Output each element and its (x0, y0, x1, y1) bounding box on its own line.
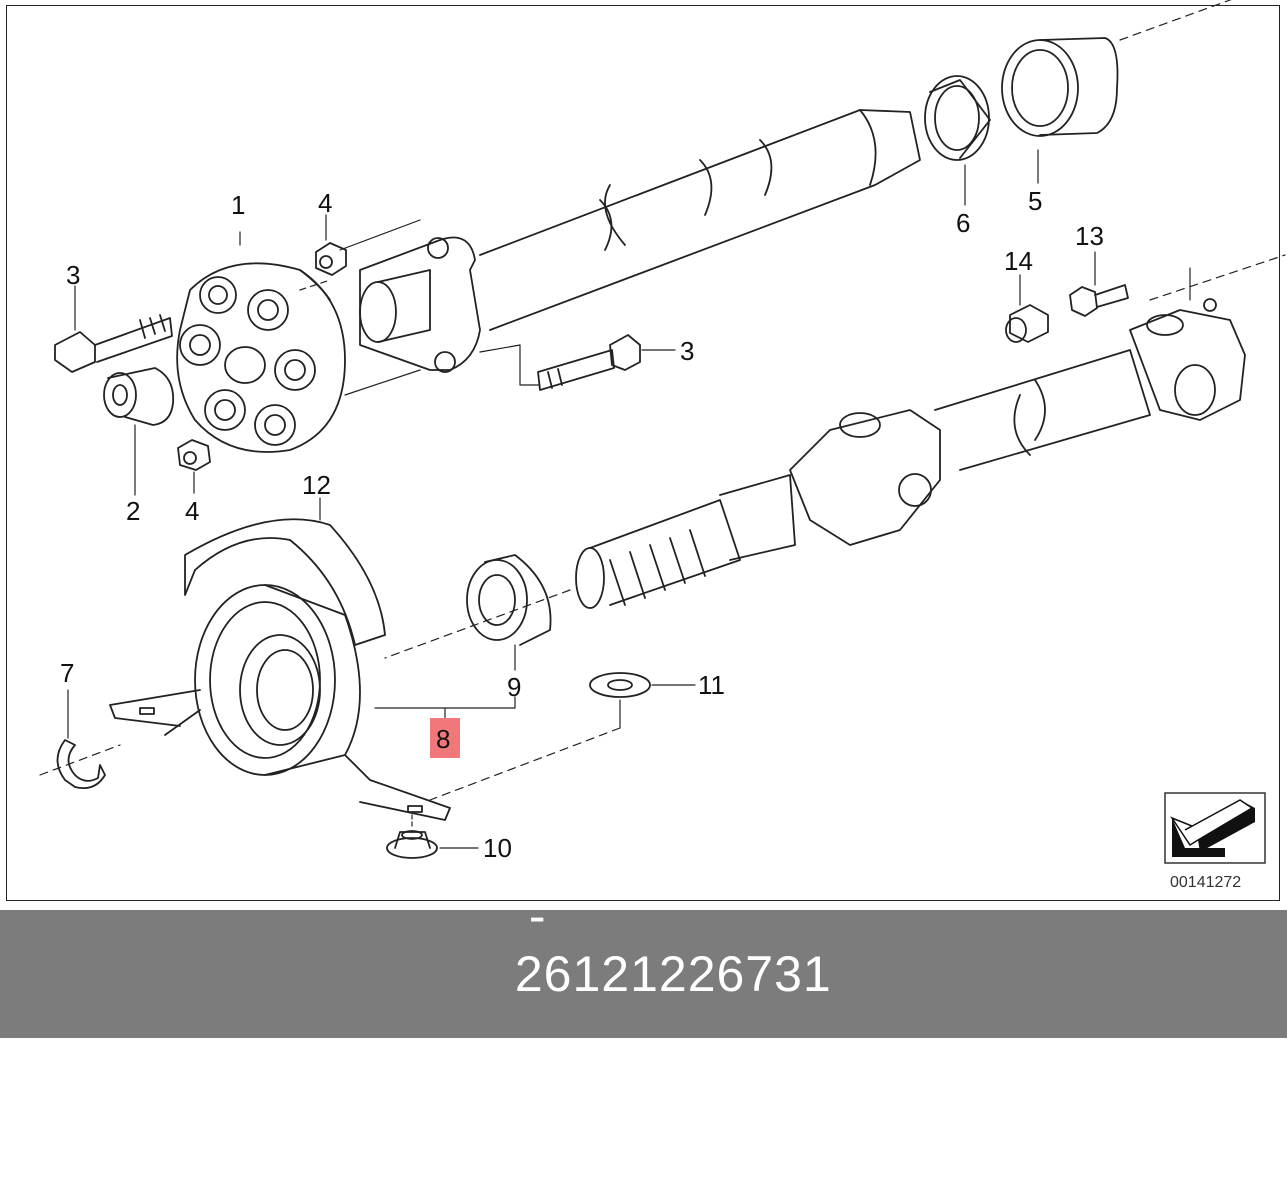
callout-14: 14 (1004, 246, 1033, 276)
callout-8: 8 (436, 724, 450, 754)
orientation-box: 00141272 (1164, 792, 1266, 891)
bolt-right (537, 334, 676, 391)
callout-4-lower: 4 (185, 496, 199, 526)
rear-shaft (384, 254, 1286, 659)
callout-1: 1 (231, 190, 245, 220)
callout-3-left: 3 (66, 260, 80, 290)
flange-nut-10 (386, 814, 479, 859)
bolt-13 (1069, 251, 1129, 317)
callout-labels: 1 2 3 3 4 4 5 6 7 8 9 10 11 12 13 14 (60, 186, 1104, 863)
footer-bar: BMW - 26121226731 N - 08 (0, 830, 1287, 1118)
footer-caption: BMW - 26121226731 N - 08 (455, 771, 831, 1177)
parts-diagram: 1 2 3 3 4 4 5 6 7 8 9 10 11 12 13 14 001… (39, 0, 1286, 891)
callout-10: 10 (483, 833, 512, 863)
plug-14 (1005, 274, 1049, 343)
bolt-left (54, 285, 173, 373)
footer-part-number: 26121226731 (514, 946, 832, 1002)
diagram-code: 00141272 (1170, 874, 1241, 891)
front-shaft (339, 0, 1232, 386)
nut-lower (177, 439, 211, 494)
highlight-box (430, 718, 460, 758)
callout-6: 6 (956, 208, 970, 238)
nut-upper (315, 214, 347, 276)
callout-12: 12 (302, 470, 331, 500)
callout-5: 5 (1028, 186, 1042, 216)
dust-cover-5 (1001, 37, 1119, 184)
callout-4-upper: 4 (318, 188, 332, 218)
footer-brand: BMW (514, 830, 641, 886)
ball-bearing-9 (466, 554, 552, 671)
callout-2: 2 (126, 496, 140, 526)
callout-9: 9 (507, 672, 521, 702)
cover-12 (184, 497, 386, 646)
callout-13: 13 (1075, 221, 1104, 251)
circlip-7 (39, 689, 121, 790)
flex-disc (176, 231, 421, 453)
footer-separator: - (528, 888, 547, 944)
center-bearing (109, 584, 516, 821)
washer-11 (429, 672, 696, 801)
callout-11: 11 (698, 670, 725, 700)
sleeve (103, 367, 175, 496)
arrow-direction-icon (1170, 799, 1255, 857)
bearing-ring-6 (924, 75, 991, 206)
callout-7: 7 (60, 658, 74, 688)
footer-ref: N - 08 (514, 1062, 658, 1118)
callout-3-right: 3 (680, 336, 694, 366)
